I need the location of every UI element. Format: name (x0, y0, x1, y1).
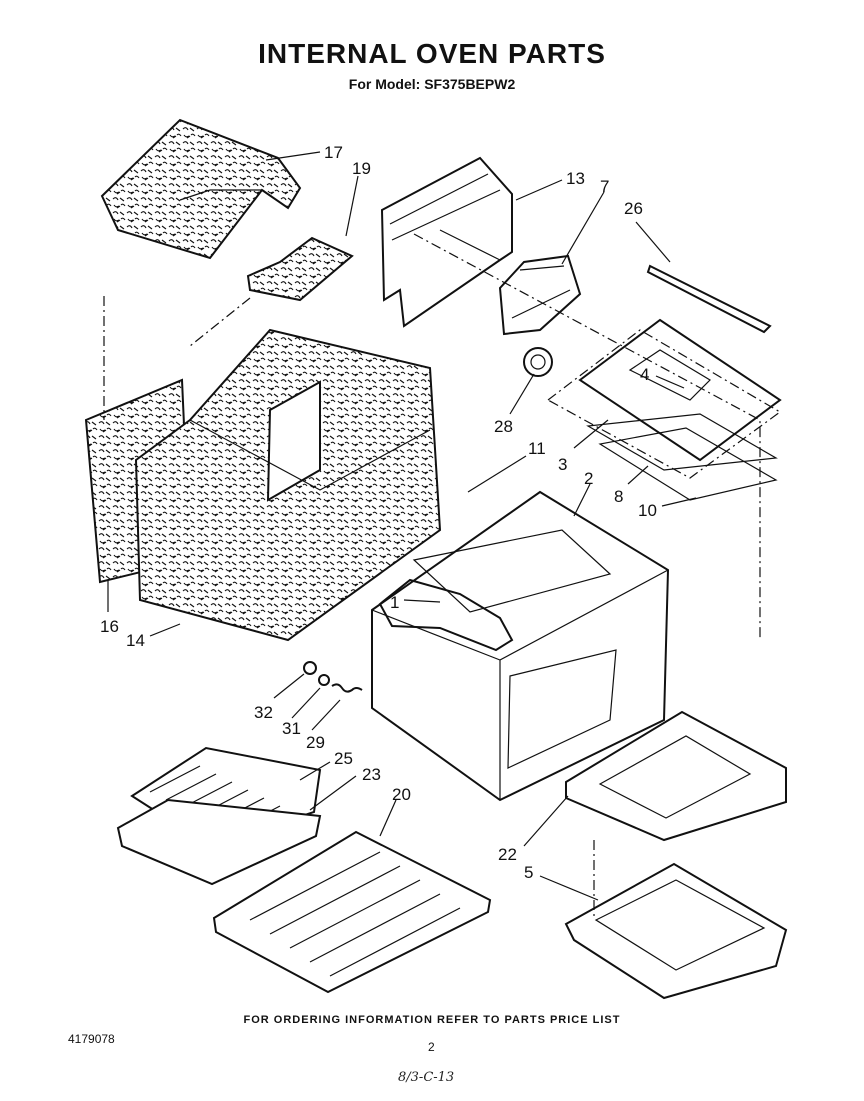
alignment-line (189, 297, 251, 347)
burner-tray-outline (546, 329, 782, 479)
callout-19: 19 (352, 159, 371, 178)
callout-11: 11 (528, 439, 546, 458)
callout-10: 10 (638, 501, 657, 520)
oven-liner-part (371, 490, 670, 802)
callout-13: 13 (566, 169, 585, 188)
callout-25: 25 (334, 749, 353, 768)
leader-line (515, 179, 563, 201)
callout-5: 5 (524, 863, 533, 882)
heat-shield-plate-part (586, 413, 778, 471)
nut-part (303, 661, 317, 675)
vent-fitting-part (523, 347, 553, 377)
callout-3: 3 (558, 455, 567, 474)
page-title: INTERNAL OVEN PARTS (258, 38, 606, 69)
leader-line (273, 673, 305, 699)
handwritten-note: 8/3-C-13 (398, 1070, 455, 1085)
ordering-information-note: FOR ORDERING INFORMATION REFER TO PARTS … (243, 1014, 621, 1026)
vent-duct-part (498, 254, 582, 336)
callout-26: 26 (624, 199, 643, 218)
model-subtitle: For Model: SF375BEPW2 (348, 76, 516, 92)
oven-burner-part (378, 578, 514, 652)
callout-32: 32 (254, 703, 273, 722)
callout-16: 16 (100, 617, 119, 636)
leader-line (265, 151, 321, 161)
leader-line (573, 483, 591, 517)
callout-1: 1 (390, 593, 399, 612)
callout-20: 20 (392, 785, 411, 804)
callout-17: 17 (324, 143, 343, 162)
leader-line (627, 465, 649, 485)
callout-31: 31 (282, 719, 301, 738)
leader-line (661, 497, 697, 507)
top-insulation-part (100, 118, 302, 260)
callout-4: 4 (640, 365, 649, 384)
insulation-pad-part (246, 236, 354, 302)
leader-line (299, 761, 331, 781)
broiler-pan-part (116, 798, 322, 886)
callout-8: 8 (614, 487, 623, 506)
washer-part (318, 674, 330, 686)
oven-vent-panel-part (380, 156, 513, 328)
leader-line (345, 175, 359, 237)
leader-line (561, 191, 605, 265)
leader-line (509, 373, 535, 415)
bottom-tray-part (564, 862, 788, 1000)
callout-7: 7 (600, 177, 609, 196)
leader-line (309, 775, 357, 811)
leader-line (655, 375, 685, 389)
callout-14: 14 (126, 631, 145, 650)
callout-23: 23 (362, 765, 381, 784)
leader-line (291, 687, 321, 719)
leader-line (311, 699, 341, 731)
leader-line (573, 419, 609, 449)
leader-line (635, 221, 671, 263)
door-gasket-rod-part (646, 264, 772, 334)
document-number: 4179078 (68, 1032, 115, 1046)
baffle-plate-part (598, 427, 778, 501)
wrap-insulation-part (134, 328, 442, 642)
spring-part (331, 683, 363, 693)
leader-line (539, 875, 599, 901)
oven-rack-part (212, 830, 492, 994)
callout-22: 22 (498, 845, 517, 864)
callout-2: 2 (584, 469, 593, 488)
leader-line (379, 799, 397, 837)
leader-line (149, 623, 181, 637)
callout-29: 29 (306, 733, 325, 752)
leader-line (403, 599, 441, 603)
callout-28: 28 (494, 417, 513, 436)
page-number: 2 (428, 1040, 435, 1054)
leader-line (467, 455, 527, 493)
leader-line (523, 795, 569, 847)
